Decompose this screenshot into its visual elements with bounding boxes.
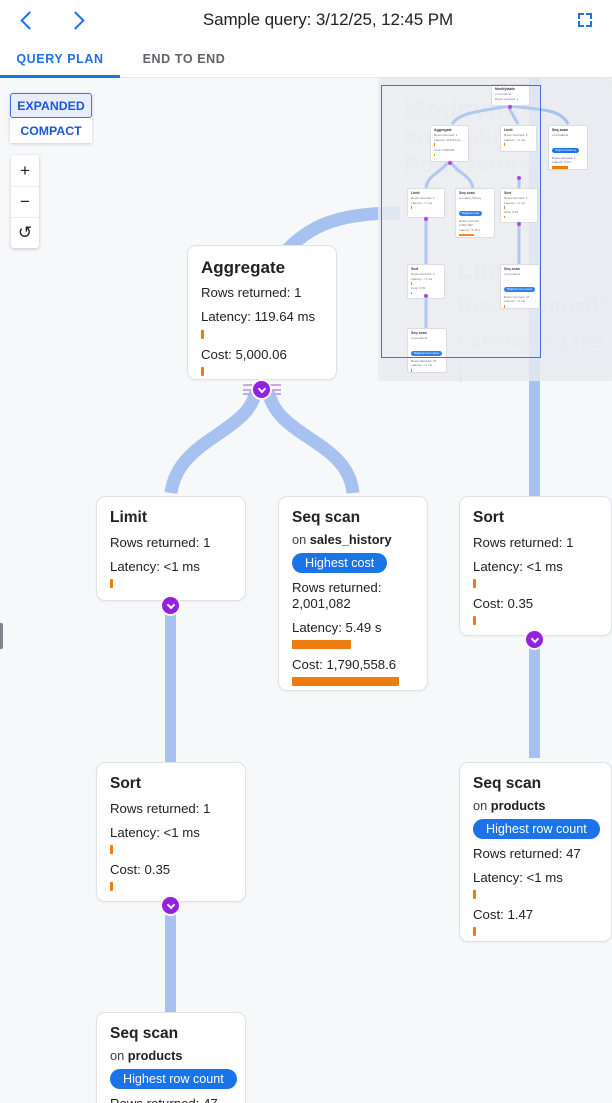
minimap-toggle-dot: [424, 217, 428, 221]
minimap-node: Seq scan on products Highest latency Row…: [548, 125, 588, 170]
panel-drag-handle[interactable]: [0, 623, 3, 649]
chevron-down-icon: [166, 600, 175, 609]
node-title: Seq scan: [110, 1025, 179, 1042]
node-latency: Latency: <1 ms: [110, 824, 200, 840]
plan-canvas[interactable]: Modifytable on products Rows returned Li…: [0, 78, 612, 1103]
minimap-toggle-dot: [448, 161, 452, 165]
node-rows-returned-label: Rows returned:: [292, 579, 382, 595]
node-rows-returned: Rows returned: 1: [110, 800, 211, 816]
chevron-right-icon: [65, 10, 85, 30]
edge-limit-to-sort: [165, 602, 176, 798]
chevron-left-icon: [19, 10, 39, 30]
tab-bar: QUERY PLAN END TO END: [0, 40, 612, 78]
node-title: Seq scan: [473, 775, 542, 792]
status-badge-highest-row-count: Highest row count: [110, 1068, 237, 1089]
node-table: on sales_history: [292, 531, 392, 547]
back-button[interactable]: [10, 3, 44, 37]
status-badge-highest-cost: Highest cost: [292, 552, 388, 573]
node-rows-returned: Rows returned: 1: [110, 534, 211, 550]
plan-node-seqscan-sales-history[interactable]: Seq scan on sales_history Highest cost R…: [278, 496, 428, 691]
node-cost: Cost: 5,000.06: [201, 346, 287, 362]
edge-sort-to-seqscan: [529, 636, 540, 758]
status-badge-highest-row-count: Highest row count: [473, 818, 600, 839]
node-title: Seq scan: [292, 509, 361, 526]
cost-bar: [473, 926, 476, 936]
density-expanded-button[interactable]: EXPANDED: [10, 93, 92, 118]
minimap-toggle-dot: [424, 294, 428, 298]
app-header: Sample query: 3/12/25, 12:45 PM: [0, 0, 612, 40]
zoom-in-button[interactable]: +: [20, 160, 30, 180]
latency-bar: [473, 889, 476, 899]
plan-node-limit[interactable]: Limit Rows returned: 1 Latency: <1 ms: [96, 496, 246, 601]
node-title: Sort: [473, 509, 504, 526]
node-latency: Latency: <1 ms: [473, 558, 563, 574]
latency-bar: [201, 329, 204, 339]
node-title: Aggregate: [201, 258, 286, 277]
page-title: Sample query: 3/12/25, 12:45 PM: [202, 10, 454, 29]
collapse-toggle-sort-right[interactable]: [526, 631, 543, 648]
plan-node-sort-left[interactable]: Sort Rows returned: 1 Latency: <1 ms Cos…: [96, 762, 246, 902]
plan-node-seqscan-products-right[interactable]: Seq scan on products Highest row count R…: [459, 762, 612, 942]
tab-query-plan[interactable]: QUERY PLAN: [0, 40, 120, 78]
reset-zoom-button[interactable]: ↺: [11, 217, 39, 248]
plan-node-sort-right[interactable]: Sort Rows returned: 1 Latency: <1 ms Cos…: [459, 496, 612, 636]
minimap[interactable]: Modifytable on products Rows returned: 1…: [378, 78, 612, 381]
collapse-toggle-limit[interactable]: [162, 597, 179, 614]
node-cost: Cost: 1.47: [473, 906, 534, 922]
cost-bar: [473, 615, 476, 625]
latency-bar: [473, 578, 476, 588]
plan-node-seqscan-products-bottom[interactable]: Seq scan on products Highest row count R…: [96, 1012, 246, 1103]
latency-bar: [110, 578, 113, 588]
node-cost: Cost: 1,790,558.6: [292, 656, 397, 672]
cost-bar: [201, 366, 204, 376]
latency-bar: [110, 844, 113, 854]
node-table: on products: [473, 797, 546, 813]
node-latency: Latency: <1 ms: [110, 558, 200, 574]
minimap-toggle-dot: [517, 222, 521, 226]
node-title: Sort: [110, 775, 141, 792]
density-compact-button[interactable]: COMPACT: [10, 118, 92, 143]
forward-button[interactable]: [60, 3, 94, 37]
node-rows-returned: Rows returned: 1: [201, 285, 302, 301]
minimap-toggle-dot: [517, 176, 521, 180]
collapse-toggle-sort-left[interactable]: [162, 897, 179, 914]
edge-sort-to-seqscan-bottom: [165, 902, 176, 1049]
node-latency: Latency: 119.64 ms: [201, 309, 316, 325]
minimap-toggle-dot: [508, 105, 512, 109]
chevron-down-icon: [257, 384, 266, 393]
zoom-out-button[interactable]: −: [11, 186, 39, 217]
cost-bar: [292, 676, 400, 686]
node-latency: Latency: <1 ms: [473, 869, 563, 885]
node-latency: Latency: 5.49 s: [292, 619, 382, 635]
node-rows-returned: Rows returned: 47: [110, 1096, 232, 1103]
cost-bar: [110, 881, 113, 891]
node-title: Limit: [110, 509, 148, 526]
tab-end-to-end[interactable]: END TO END: [142, 51, 226, 66]
node-cost: Cost: 0.35: [473, 595, 534, 611]
node-table: on products: [110, 1047, 183, 1063]
zoom-controls: + − ↺: [11, 155, 39, 248]
node-rows-returned: Rows returned: 47: [473, 845, 581, 861]
collapse-toggle-aggregate[interactable]: [253, 381, 270, 398]
node-cost: Cost: 0.35: [110, 861, 171, 877]
plan-node-aggregate[interactable]: Aggregate Rows returned: 1 Latency: 119.…: [187, 245, 337, 380]
chevron-down-icon: [166, 900, 175, 909]
chevron-down-icon: [530, 634, 539, 643]
node-rows-returned: Rows returned: 1: [473, 534, 574, 550]
fullscreen-icon[interactable]: [566, 1, 604, 39]
latency-bar: [292, 639, 351, 649]
node-rows-returned-value: 2,001,082: [292, 595, 351, 611]
density-toggle-group: EXPANDED COMPACT: [10, 93, 92, 143]
